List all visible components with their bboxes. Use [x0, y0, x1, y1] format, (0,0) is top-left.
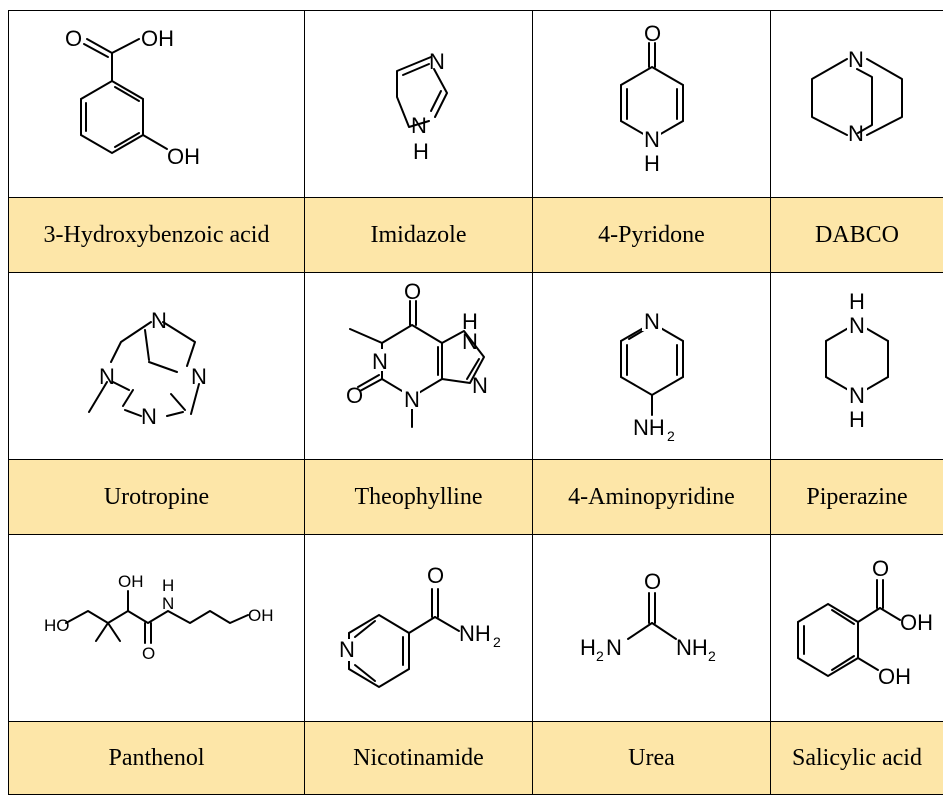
svg-text:NH: NH [633, 415, 665, 440]
svg-text:N: N [404, 387, 420, 412]
svg-text:N: N [429, 49, 445, 74]
compound-name: Panthenol [9, 722, 305, 795]
svg-text:H: H [162, 576, 174, 595]
compound-name: Salicylic acid [771, 722, 943, 795]
svg-text:N: N [141, 404, 157, 429]
name-row: 3-Hydroxybenzoic acid Imidazole 4-Pyrido… [9, 198, 943, 273]
compound-name: 4-Aminopyridine [533, 460, 771, 535]
svg-text:OH: OH [118, 572, 144, 591]
svg-text:2: 2 [596, 648, 604, 664]
svg-text:H: H [849, 407, 865, 432]
compound-name: Urotropine [9, 460, 305, 535]
svg-text:2: 2 [708, 648, 716, 664]
svg-text:O: O [142, 644, 155, 663]
compound-name: Piperazine [771, 460, 943, 535]
svg-text:O: O [427, 563, 444, 588]
svg-text:OH: OH [900, 610, 933, 635]
compound-name: Imidazole [305, 198, 533, 273]
salicylic-acid-structure-icon: O OH OH [772, 548, 942, 708]
svg-text:N: N [849, 383, 865, 408]
svg-text:N: N [644, 127, 660, 152]
svg-text:H: H [580, 635, 596, 660]
svg-text:O: O [404, 279, 421, 304]
svg-text:OH: OH [141, 26, 174, 51]
compound-name: Nicotinamide [305, 722, 533, 795]
structure-cell: O OH OH [9, 11, 305, 198]
svg-text:N: N [644, 309, 660, 334]
svg-text:O: O [65, 26, 82, 51]
svg-text:NH: NH [459, 621, 491, 646]
svg-text:2: 2 [667, 428, 675, 444]
svg-text:H: H [849, 289, 865, 314]
theophylline-structure-icon: OO NN HNN [324, 281, 514, 451]
svg-text:N: N [411, 113, 427, 138]
svg-text:H: H [644, 151, 660, 176]
name-row: Panthenol Nicotinamide Urea Salicylic ac… [9, 722, 943, 795]
svg-text:OH: OH [248, 606, 274, 625]
svg-text:N: N [339, 637, 355, 662]
compound-name: 3-Hydroxybenzoic acid [9, 198, 305, 273]
svg-text:N: N [99, 364, 115, 389]
compound-name: Theophylline [305, 460, 533, 535]
svg-text:H: H [413, 139, 429, 164]
compound-name: 4-Pyridone [533, 198, 771, 273]
svg-text:O: O [346, 383, 363, 408]
compound-name: DABCO [771, 198, 943, 273]
svg-text:N: N [848, 47, 864, 72]
svg-text:O: O [644, 21, 661, 46]
dabco-structure-icon: NN [792, 29, 922, 179]
svg-text:OH: OH [167, 144, 200, 169]
structure-cell: N N N N [9, 273, 305, 460]
svg-text:O: O [872, 556, 889, 581]
compound-name: Urea [533, 722, 771, 795]
panthenol-structure-icon: HO OH O NH OH [22, 563, 292, 693]
svg-text:N: N [191, 364, 207, 389]
svg-text:N: N [472, 373, 488, 398]
svg-text:2: 2 [493, 634, 501, 650]
svg-text:N: N [849, 313, 865, 338]
urotropine-structure-icon: N N N N [67, 286, 247, 446]
svg-text:N: N [372, 349, 388, 374]
3-hydroxybenzoic-acid-structure-icon: O OH OH [57, 19, 257, 189]
4-pyridone-structure-icon: O NH [587, 19, 717, 189]
structure-cell: O OH OH [771, 535, 943, 722]
svg-text:N: N [151, 308, 167, 333]
svg-text:N: N [162, 594, 174, 613]
svg-text:N: N [606, 635, 622, 660]
svg-text:NH: NH [676, 635, 708, 660]
svg-text:N: N [462, 329, 478, 354]
svg-text:OH: OH [878, 664, 911, 689]
svg-text:N: N [848, 121, 864, 146]
svg-text:HO: HO [44, 616, 70, 635]
imidazole-structure-icon: NNH [359, 29, 479, 179]
svg-text:O: O [644, 569, 661, 594]
name-row: Urotropine Theophylline 4-Aminopyridine … [9, 460, 943, 535]
